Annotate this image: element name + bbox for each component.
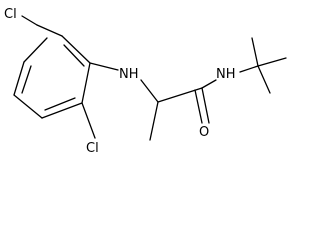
bond-ring-to-cl-top [21,15,38,26]
ring-bond-3 [81,62,91,104]
benzene-ring [13,24,91,119]
bond-carbonyl-to-nh [201,79,217,89]
ring-bond-1 [36,24,63,37]
amine-nh-label: NH [119,67,139,82]
ring-bond-7 [23,37,48,63]
ring-bond-6 [13,61,25,96]
ring-bond-4 [41,102,83,119]
ring-bond-5 [13,94,43,119]
ring-bond-2 [61,35,91,64]
bond-ring-to-nh [89,62,119,71]
molecule-diagram: Cl NH NH O Cl [4,7,287,155]
bond-carbonyl-to-o-1 [201,87,210,124]
structure-canvas: Cl NH NH O Cl [4,7,287,155]
amide-nh-label: NH [216,67,236,82]
bond-tbu-up [251,37,259,67]
ring-double-bond-a [63,44,85,67]
oxygen-label: O [199,125,209,140]
bond-nh-to-tbu [239,65,259,73]
bond-ch-to-methyl [149,101,159,141]
ring-double-bond-c [21,65,32,94]
bond-tbu-right [257,57,287,67]
bond-nh-to-ch [140,79,159,103]
chlorine-bottom-label: Cl [86,141,99,155]
ring-double-bond-b [44,97,76,111]
chlorine-top-label: Cl [4,7,17,22]
bond-carbonyl-to-o-2 [194,89,203,124]
bond-ring-to-cl-bottom [81,102,96,139]
bond-tbu-down [257,65,271,94]
